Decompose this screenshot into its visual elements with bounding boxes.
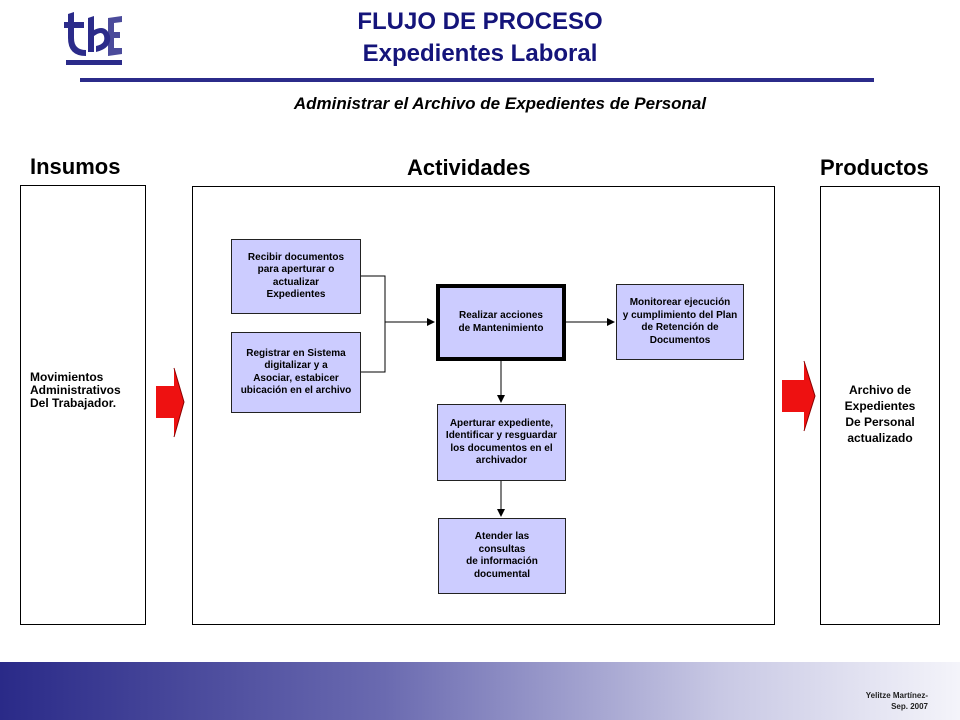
connector-registrar [361, 322, 386, 373]
tse-logo [64, 12, 122, 65]
process-name: Administrar el Archivo de Expedientes de… [293, 94, 707, 113]
footer-band [0, 662, 960, 720]
footer-author: Yelitze Martínez- [865, 691, 928, 700]
insumo-item: Movimientos Administrativos Del Trabajad… [30, 370, 121, 410]
actividades-heading: Actividades [407, 155, 531, 180]
page-subtitle: Expedientes Laboral [362, 40, 598, 67]
process-box-realizar: Realizar acciones de Mantenimiento [436, 284, 566, 361]
process-box-registrar: Registrar en Sistema digitalizar y a Aso… [231, 332, 361, 413]
page-title: FLUJO DE PROCESO [357, 8, 603, 35]
connector-recibir [361, 275, 386, 322]
red-arrow-right-icon [782, 360, 816, 432]
process-box-recibir: Recibir documentos para aperturar o actu… [231, 239, 361, 314]
insumos-panel [20, 185, 146, 625]
process-box-aperturar: Aperturar expediente, Identificar y resg… [437, 404, 566, 481]
red-arrow-right-icon [156, 367, 185, 438]
productos-panel [820, 186, 940, 625]
header-divider [80, 78, 874, 82]
producto-item: Archivo de Expedientes De Personal actua… [844, 383, 916, 445]
footer-credit: Yelitze Martínez- Sep. 2007 [820, 690, 928, 712]
process-box-monitorear: Monitorear ejecución y cumplimiento del … [616, 284, 744, 360]
footer-date: Sep. 2007 [891, 702, 928, 711]
productos-heading: Productos [820, 155, 929, 180]
process-box-atender: Atender las consultas de información doc… [438, 518, 566, 594]
insumos-heading: Insumos [30, 154, 121, 179]
